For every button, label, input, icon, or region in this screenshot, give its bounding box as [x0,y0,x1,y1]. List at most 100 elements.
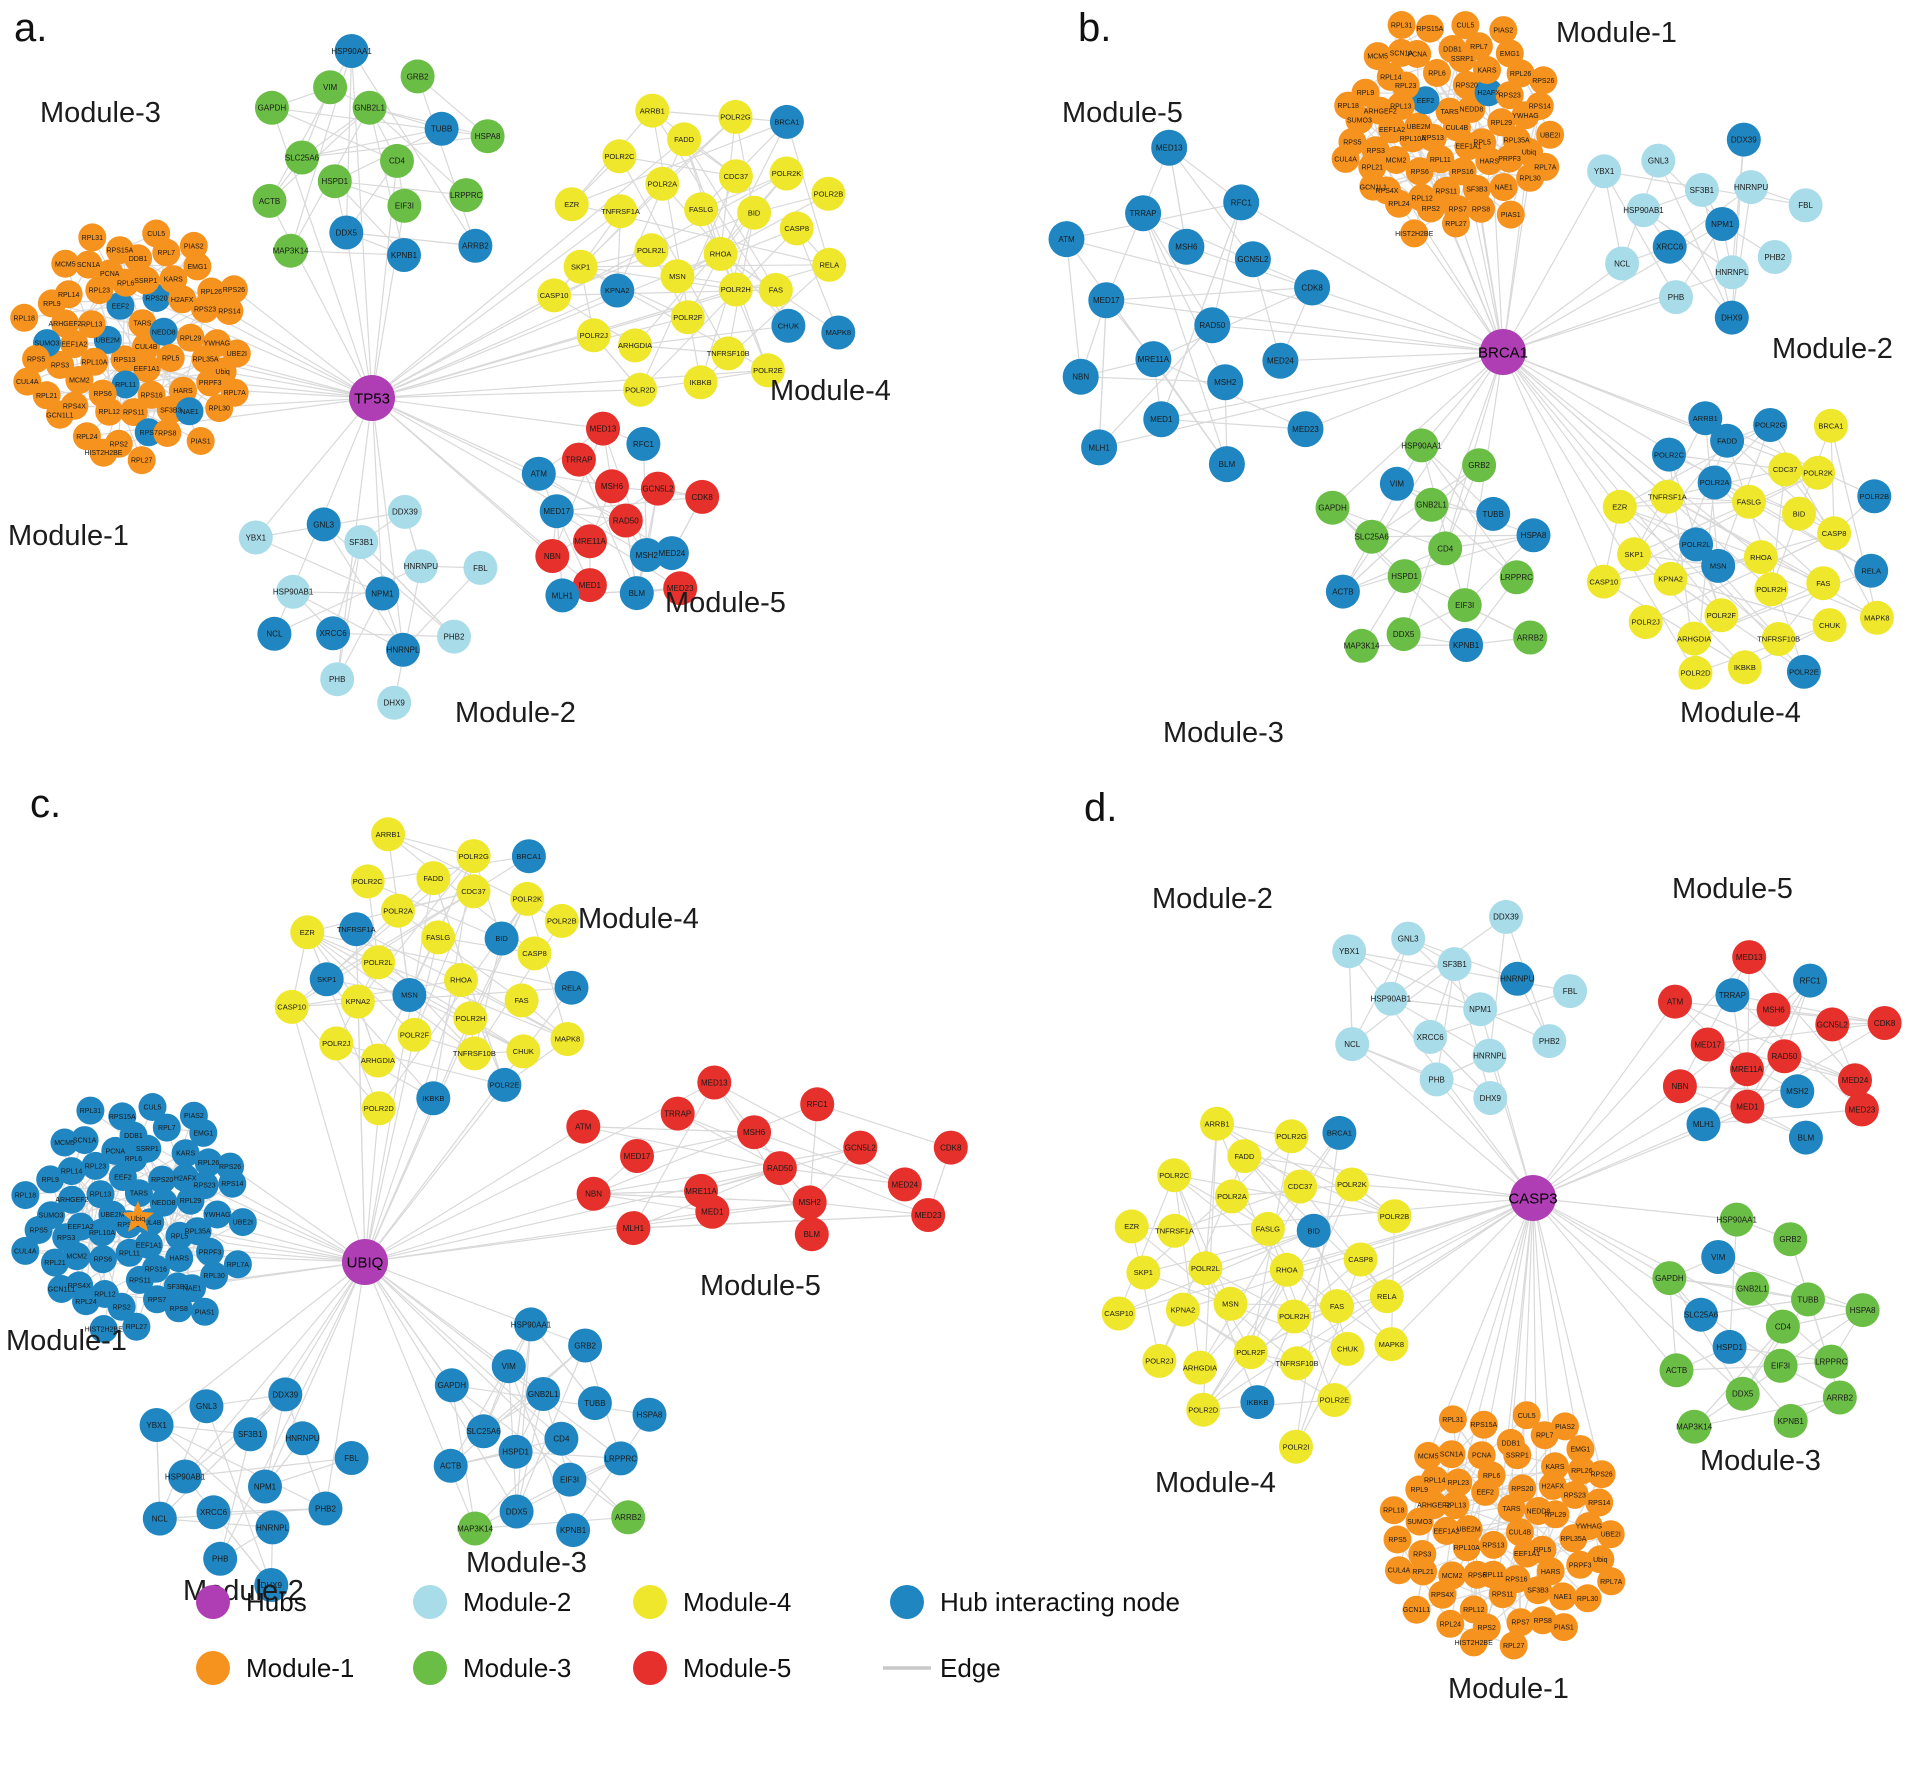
panel-c-module-1: CUL4BRPS13TARSEEF1A1UBE2MNEDD8RPL11EEF2R… [11,1093,256,1343]
node-label-POLR2E: POLR2E [753,366,783,375]
node-label-RPL13: RPL13 [81,322,103,329]
node-label-POLR2K: POLR2K [512,895,542,904]
node-label-SUMO3: SUMO3 [1407,1519,1432,1526]
node-label-GAPDH: GAPDH [1318,504,1347,513]
node-label-PIAS2: PIAS2 [1493,28,1513,35]
node-label-RPS5: RPS5 [29,1228,47,1235]
node-label-ACTB: ACTB [1666,1366,1687,1375]
panel-b-module-4-label: Module-4 [1680,697,1801,729]
node-label-RPL29: RPL29 [180,1198,202,1205]
node-label-RPS3: RPS3 [1367,148,1385,155]
node-label-CASP10: CASP10 [277,1003,306,1012]
panel-b-module-2-label: Module-2 [1772,333,1893,365]
node-label-TUBB: TUBB [584,1399,605,1408]
node-label-HNRNPU: HNRNPU [1500,975,1534,984]
node-label-RPS7: RPS7 [1449,207,1467,214]
node-label-RHOA: RHOA [1750,553,1772,562]
hub-edge [1352,1185,1533,1199]
hub-edge [1334,1198,1533,1400]
node-label-PHB: PHB [1668,293,1684,302]
node-label-MLH1: MLH1 [623,1224,645,1233]
hub-edge [372,295,554,398]
node-label-DHX9: DHX9 [384,699,406,708]
node-label-Ubiq: Ubiq [215,369,230,376]
node-label-HNRNPU: HNRNPU [285,1434,319,1443]
legend-swatch-hub_node [890,1585,924,1619]
node-label-RPL11: RPL11 [119,1250,140,1257]
node-label-NBN: NBN [585,1190,602,1199]
node-label-MED24: MED24 [659,549,686,558]
node-label-POLR2J: POLR2J [580,331,609,340]
node-label-MED1: MED1 [579,581,602,590]
node-label-POLR2A: POLR2A [1700,478,1730,487]
node-label-XRCC6: XRCC6 [1417,1033,1445,1042]
node-label-HARS: HARS [1541,1569,1561,1576]
node-label-RPL12: RPL12 [1463,1607,1485,1614]
node-label-EEF2: EEF2 [114,1175,132,1182]
node-label-DDX39: DDX39 [272,1390,298,1399]
hub-label: UBIQ [347,1255,384,1272]
node-label-TRRAP: TRRAP [1719,991,1746,1000]
node-label-RFC1: RFC1 [807,1100,828,1109]
node-label-GCN1L1: GCN1L1 [1403,1607,1430,1614]
node-label-ARRB2: ARRB2 [462,242,489,251]
node-label-RPL21: RPL21 [1362,165,1384,172]
node-label-FBL: FBL [1798,201,1813,210]
legend-item-edge: Edge [883,1653,1001,1683]
panel-a-module-2: NPM1XRCC6SF3B1HNRNPLHSP90AB1HNRNPUPHBGNL… [239,495,498,720]
panel-c-module-5: RAD50MRE11AMSH6MSH2MED17GCN5L2MED1TRRAPM… [566,1066,968,1252]
node-label-MRE11A: MRE11A [1731,1065,1763,1074]
node-label-RPL31: RPL31 [80,1108,102,1115]
node-label-CD4: CD4 [1437,544,1454,553]
node-label-GCN5L2: GCN5L2 [1237,255,1269,264]
node-label-MED24: MED24 [891,1180,918,1189]
node-label-PCNA: PCNA [100,271,120,278]
node-label-DDX5: DDX5 [1393,630,1415,639]
node-label-CUL4A: CUL4A [1334,156,1357,163]
hub-edge [372,398,382,594]
node-label-TUBB: TUBB [431,125,452,134]
node-label-POLR2I: POLR2I [1283,1442,1310,1451]
hub-edge [365,1108,379,1262]
node-label-ARHGDIA: ARHGDIA [1183,1363,1217,1372]
node-label-MSN: MSN [1710,562,1727,571]
node-label-NPM1: NPM1 [1711,220,1734,229]
node-label-CHUK: CHUK [778,322,799,331]
node-label-CDK8: CDK8 [940,1144,962,1153]
node-label-RPL6: RPL6 [117,280,135,287]
panel-a-module-1-label: Module-1 [8,520,129,552]
panel-a-module-4-label: Module-4 [770,375,891,407]
node-label-HSP90AA1: HSP90AA1 [1716,1216,1757,1225]
legend-item-module-5: Module-5 [633,1651,791,1685]
node-label-YBX1: YBX1 [146,1421,167,1430]
panel-c-module-1-label: Module-1 [6,1325,127,1357]
hub-edge [1503,352,1667,497]
node-label-HSP90AB1: HSP90AB1 [273,588,314,597]
node-label-SCN1A: SCN1A [1440,1452,1464,1459]
panel-a: CUL4BRPS13TARSEEF1A1UBE2MNEDD8RPL11EEF2R… [8,34,891,729]
node-label-POLR2J: POLR2J [1145,1357,1174,1366]
panel-b-letter: b. [1078,6,1111,51]
node-label-RPS16: RPS16 [1452,169,1474,176]
hub-edge [1306,352,1504,429]
node-label-RPS2: RPS2 [1422,206,1440,213]
hub-edge [1067,239,1504,352]
node-label-KPNB1: KPNB1 [1453,641,1480,650]
node-label-RPL26: RPL26 [1571,1468,1593,1475]
node-label-BLM: BLM [804,1230,821,1239]
node-label-POLR2B: POLR2B [1380,1212,1410,1221]
node-label-RPS3: RPS3 [57,1235,75,1242]
node-label-RPS14: RPS14 [218,309,240,316]
node-label-MSH6: MSH6 [601,482,624,491]
node-label-TUBB: TUBB [1797,1295,1818,1304]
node-label-RFC1: RFC1 [1231,198,1252,207]
node-label-EEF2: EEF2 [1476,1489,1494,1496]
node-label-TNFRSF1A: TNFRSF1A [1648,493,1687,502]
node-label-HARS: HARS [173,388,193,395]
node-label-GCN5L2: GCN5L2 [642,485,674,494]
node-label-TRRAP: TRRAP [565,456,592,465]
legend-label: Hub interacting node [940,1587,1180,1617]
hub-edge [1404,352,1503,634]
panel-b-module-5-label: Module-5 [1062,97,1183,129]
node-label-EIF3I: EIF3I [560,1476,579,1485]
